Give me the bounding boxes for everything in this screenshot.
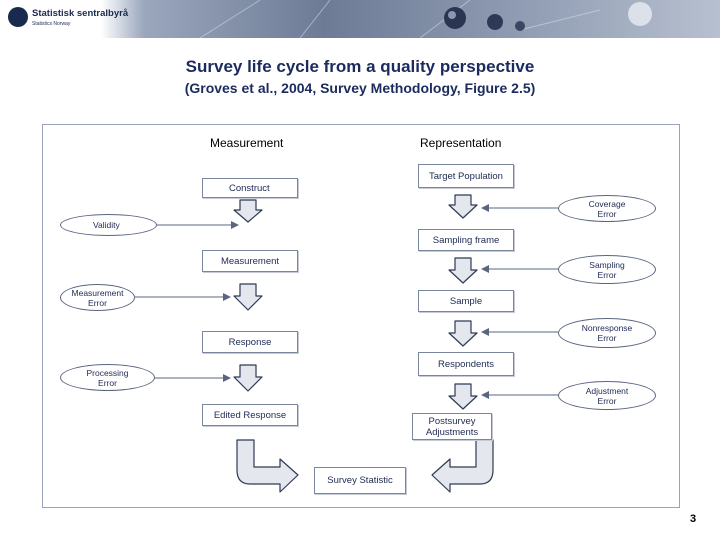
down-arrow-sample bbox=[448, 320, 478, 347]
page-subtitle: (Groves et al., 2004, Survey Methodology… bbox=[184, 80, 536, 96]
banner-background bbox=[0, 0, 720, 38]
down-arrow-sampling-frame bbox=[448, 257, 478, 284]
box-response: Response bbox=[202, 331, 298, 353]
down-arrow-measurement bbox=[233, 283, 263, 311]
box-respondents: Respondents bbox=[418, 352, 514, 376]
logo-subtext: Statistics Norway bbox=[32, 21, 71, 27]
box-postsurvey-adjustments: Postsurvey Adjustments bbox=[412, 413, 492, 440]
oval-validity: Validity bbox=[60, 214, 157, 236]
box-sampling-frame: Sampling frame bbox=[418, 229, 514, 251]
down-arrow-respondents bbox=[448, 383, 478, 410]
box-measurement: Measurement bbox=[202, 250, 298, 272]
down-arrow-construct bbox=[233, 199, 263, 223]
column-header-measurement: Measurement bbox=[210, 136, 284, 150]
box-edited-response: Edited Response bbox=[202, 404, 298, 426]
bent-arrow-left bbox=[236, 439, 299, 493]
down-arrow-target-population bbox=[448, 194, 478, 219]
diagram-frame bbox=[42, 124, 680, 508]
column-header-representation: Representation bbox=[420, 136, 502, 150]
page-title: Survey life cycle from a quality perspec… bbox=[185, 57, 535, 76]
page-number: 3 bbox=[690, 513, 697, 525]
oval-adjustment-error: Adjustment Error bbox=[558, 381, 656, 410]
header-banner: Statistisk sentralbyrå Statistics Norway bbox=[0, 0, 720, 38]
down-arrow-response bbox=[233, 364, 263, 392]
ssb-logo-icon bbox=[8, 7, 28, 27]
oval-measurement-error: Measurement Error bbox=[60, 284, 135, 311]
oval-nonresponse-error: Nonresponse Error bbox=[558, 318, 656, 348]
oval-processing-error: Processing Error bbox=[60, 364, 155, 391]
box-target-population: Target Population bbox=[418, 164, 514, 188]
oval-coverage-error: Coverage Error bbox=[558, 195, 656, 222]
oval-sampling-error: Sampling Error bbox=[558, 255, 656, 284]
box-construct: Construct bbox=[202, 178, 298, 198]
box-survey-statistic: Survey Statistic bbox=[314, 467, 406, 494]
bent-arrow-right bbox=[431, 439, 494, 493]
box-sample: Sample bbox=[418, 290, 514, 312]
logo-text: Statistisk sentralbyrå bbox=[32, 8, 129, 19]
